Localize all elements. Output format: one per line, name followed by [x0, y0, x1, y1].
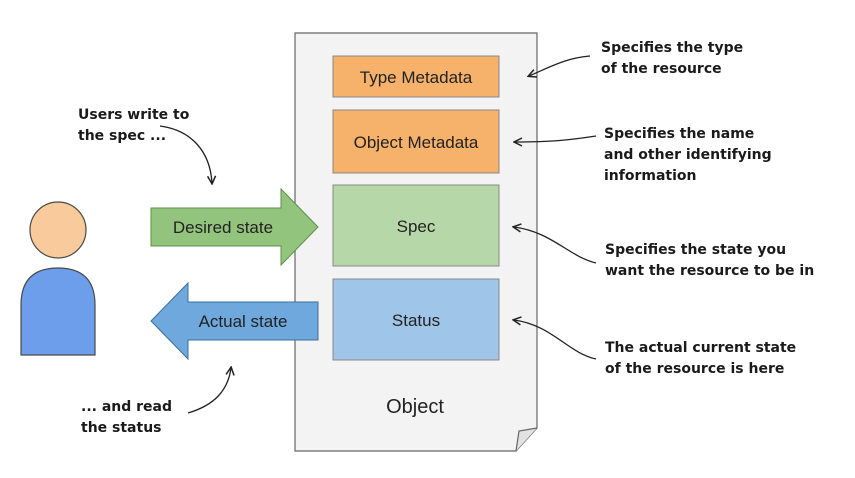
object-metadata-label: Object Metadata: [354, 133, 479, 152]
status-note: The actual current state of the resource…: [605, 340, 797, 377]
object-metadata-box: [332, 109, 500, 174]
type-note: Specifies the type of the resource: [601, 40, 744, 77]
type-metadata-section: Type Metadata: [332, 55, 500, 98]
actual-state-arrow-shape: [150, 281, 319, 361]
actual-state-label: Actual state: [199, 312, 288, 331]
spec-section: Spec: [332, 184, 500, 267]
document-page-fold: [515, 427, 538, 452]
type-callout-arrow: [529, 55, 591, 76]
and-read-note: ... and read the status: [81, 399, 173, 436]
spec-label: Spec: [397, 217, 436, 236]
object-metadata-section: Object Metadata: [332, 109, 500, 174]
desired-state-arrow: Desired state: [150, 187, 319, 267]
write-callout-arrow: [159, 125, 212, 183]
status-box: [332, 278, 500, 361]
user-head: [29, 201, 87, 259]
object-metadata-note: Specifies the name and other identifying…: [604, 126, 772, 184]
desired-state-arrow-shape: [150, 187, 319, 267]
objmeta-callout-arrow: [515, 135, 597, 142]
user-figure: [20, 201, 96, 356]
spec-note: Specifies the state you want the resourc…: [605, 242, 815, 279]
user-body: [20, 267, 96, 356]
desired-state-label: Desired state: [173, 218, 273, 237]
spec-box: [332, 184, 500, 267]
spec-callout-arrow: [514, 227, 597, 264]
status-label: Status: [392, 311, 440, 330]
read-callout-arrow: [187, 368, 231, 414]
type-metadata-label: Type Metadata: [360, 68, 473, 87]
actual-state-arrow: Actual state: [150, 281, 319, 361]
users-write-note: Users write to the spec ...: [78, 107, 190, 144]
status-callout-arrow: [514, 320, 597, 360]
type-metadata-box: [332, 55, 500, 98]
status-section: Status: [332, 278, 500, 361]
object-title: Object: [386, 396, 444, 418]
